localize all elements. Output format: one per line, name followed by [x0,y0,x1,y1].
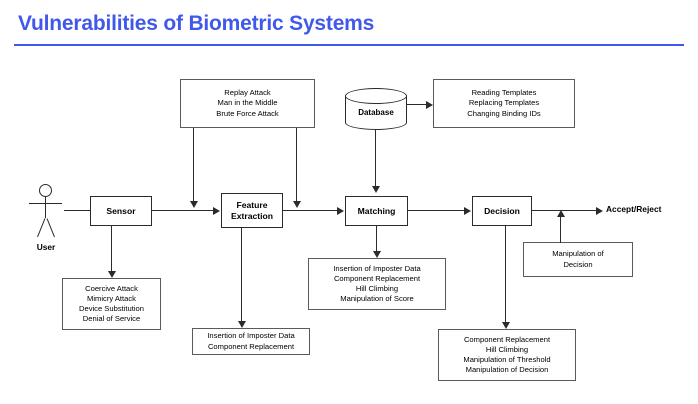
note-text-sensor-attacks: Coercive Attack Mimicry Attack Device Su… [78,283,144,324]
arrowhead-database-to-matching [371,186,380,193]
connector-feature-to-note [241,228,243,322]
database-cylinder: Database [345,88,407,130]
process-label-feature-extraction: Feature Extraction [230,199,274,221]
process-box-matching[interactable]: Matching [345,196,408,226]
arrowhead-sensor-to-note [107,271,116,278]
output-label-accept-reject: Accept/Reject [606,204,662,214]
note-text-feature-extraction-attacks: Insertion of Imposter Data Component Rep… [207,331,295,351]
arrowhead-database-to-note [426,100,433,109]
note-box-sensor-attacks: Coercive Attack Mimicry Attack Device Su… [62,278,161,330]
arrowhead-note-to-output-line [556,210,565,217]
note-text-matching-attacks: Insertion of Imposter Data Component Rep… [333,263,421,304]
process-label-sensor: Sensor [106,205,136,216]
arrowhead-decision-to-output [596,206,603,215]
note-box-database-attacks: Reading Templates Replacing Templates Ch… [433,79,575,128]
arrowhead-feature-to-matching [337,206,344,215]
note-box-channel-attacks: Replay Attack Man in the Middle Brute Fo… [180,79,315,128]
connector-user-to-sensor [64,210,91,212]
user-left-leg-icon [37,218,46,238]
connector-feature-to-matching [283,210,339,212]
connector-sensor-to-feature [152,210,215,212]
arrowhead-note-to-feature-link [292,201,301,208]
note-box-feature-extraction-attacks: Insertion of Imposter Data Component Rep… [192,328,310,355]
connector-database-to-note [407,104,428,106]
process-box-sensor[interactable]: Sensor [90,196,152,226]
process-label-matching: Matching [357,205,396,216]
user-stick-figure-icon [28,184,64,240]
process-box-feature-extraction[interactable]: Feature Extraction [221,193,283,228]
page-title: Vulnerabilities of Biometric Systems [18,12,375,35]
user-label: User [36,242,56,252]
database-cylinder-top [345,88,407,104]
process-box-decision[interactable]: Decision [472,196,532,226]
user-body-icon [45,197,47,218]
connector-note-to-feature-link [296,128,298,202]
note-text-database-attacks: Reading Templates Replacing Templates Ch… [467,88,541,118]
arrowhead-decision-to-note [501,322,510,329]
user-right-leg-icon [46,218,56,238]
arrowhead-matching-to-decision [464,206,471,215]
note-text-channel-attacks: Replay Attack Man in the Middle Brute Fo… [216,88,279,118]
connector-matching-to-note [376,226,378,252]
note-text-decision-attacks: Component Replacement Hill Climbing Mani… [463,334,551,375]
user-head-icon [39,184,52,197]
connector-matching-to-decision [408,210,466,212]
note-box-decision-output-attacks: Manipulation of Decision [523,242,633,277]
connector-database-to-matching [375,130,377,187]
connector-sensor-to-note [111,226,113,272]
note-text-decision-output-attacks: Manipulation of Decision [552,249,604,269]
process-label-decision: Decision [484,205,520,216]
title-underline-rule [14,44,684,46]
arrowhead-sensor-to-feature [213,206,220,215]
database-label: Database [358,108,394,117]
arrowhead-note-to-sensor-link [189,201,198,208]
note-box-decision-attacks: Component Replacement Hill Climbing Mani… [438,329,576,381]
note-box-matching-attacks: Insertion of Imposter Data Component Rep… [308,258,446,310]
connector-note-to-sensor-link [193,128,195,202]
arrowhead-matching-to-note [372,251,381,258]
connector-note-to-output-line [560,216,562,243]
connector-decision-to-output [532,210,600,212]
connector-decision-to-note [505,226,507,323]
arrowhead-feature-to-note [237,321,246,328]
title-area: Vulnerabilities of Biometric Systems [0,0,698,52]
